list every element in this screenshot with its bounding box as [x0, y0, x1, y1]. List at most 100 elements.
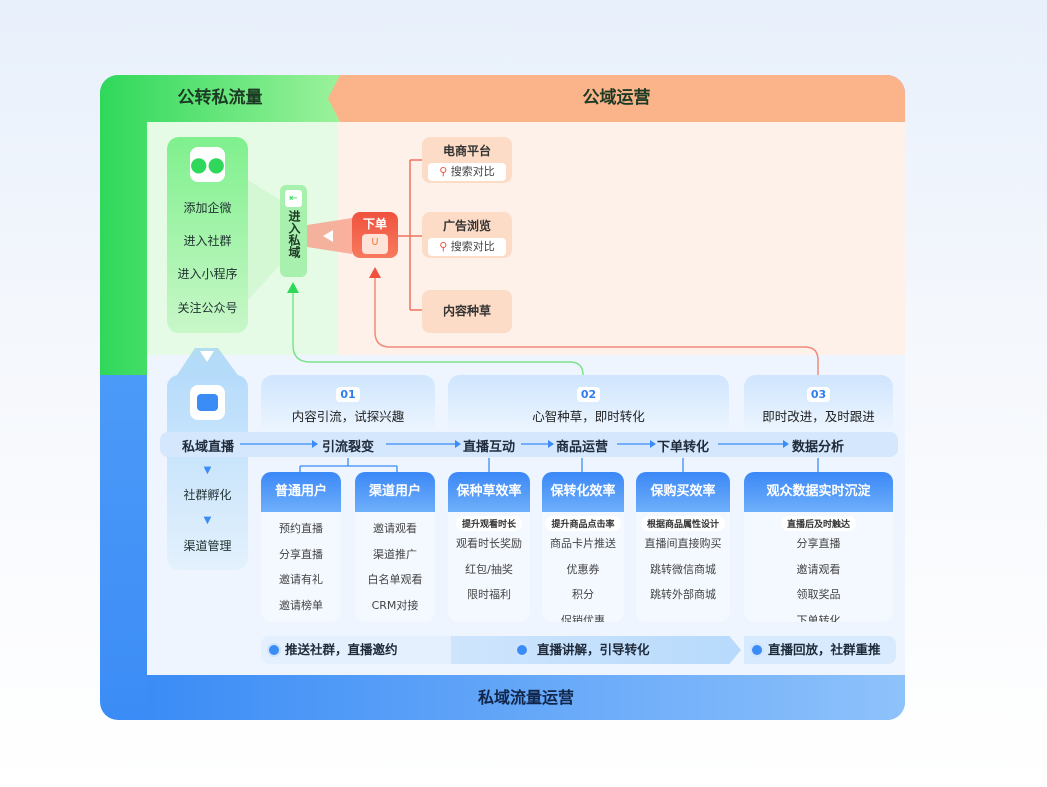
- wechat-item: 添加企微: [183, 201, 232, 215]
- stage-number: 03: [806, 387, 831, 402]
- subcard: 保购买效率 根据商品属性设计 直播间直接购买 跳转微信商城 跳转外部商城 ...: [636, 472, 730, 622]
- header-title: 公转私流量: [177, 88, 263, 108]
- source-card: 内容种草: [422, 290, 512, 333]
- wechat-item: 进入小程序: [177, 267, 238, 281]
- subcard-item: 预约直播: [279, 522, 323, 535]
- source-title: 内容种草: [442, 304, 491, 318]
- live-video-icon: [190, 385, 225, 420]
- public-ops-header: 公域运营: [328, 75, 905, 122]
- subcard-item: 领取奖品: [796, 588, 841, 601]
- subcard: 保转化效率 提升商品点击率 商品卡片推送 优惠券 积分 促销优惠: [542, 472, 624, 622]
- band-text: 直播回放，社群重推: [768, 642, 881, 657]
- private-ops-title: 私域流量运营: [147, 675, 905, 720]
- subcard-item: 限时福利: [467, 588, 511, 601]
- wechat-card: ●● 添加企微 进入社群 进入小程序 关注公众号: [167, 137, 248, 333]
- stage-number: 02: [576, 387, 601, 402]
- branch-lines: [398, 159, 422, 311]
- subcard-item: 白名单观看: [367, 573, 423, 586]
- wechat-item: 关注公众号: [177, 301, 238, 315]
- subcard-item: 直播间直接购买: [644, 537, 722, 550]
- subcard-item: 邀请榜单: [279, 598, 323, 612]
- shopping-bag-icon: ∪: [362, 234, 388, 254]
- enter-icon: ⇤: [285, 190, 302, 207]
- subcard: 观众数据实时沉淀 直播后及时触达 分享直播 邀请观看 领取奖品 下单转化: [744, 472, 893, 622]
- green-connector: [292, 290, 584, 388]
- band-segment: 直播回放，社群重推: [744, 636, 896, 664]
- flow-step: 私域直播: [182, 440, 235, 455]
- private-card: ▼ 社群孵化 ▼ 渠道管理: [167, 375, 248, 570]
- down-arrow-icon: ▼: [203, 515, 212, 526]
- funnel: [175, 348, 240, 378]
- stage-card-01: 01 内容引流，试探兴趣: [261, 375, 435, 435]
- subcard: 保种草效率 提升观看时长 观看时长奖励 红包/抽奖 限时福利 ...: [448, 472, 530, 622]
- subcard-item: ...: [677, 613, 689, 623]
- private-item: 渠道管理: [183, 539, 232, 553]
- subcard-item: 分享直播: [796, 537, 841, 550]
- left-arrow-icon: [323, 230, 333, 242]
- order-label: 下单: [362, 217, 387, 231]
- subcard-item: 渠道推广: [373, 547, 417, 561]
- source-title: 广告浏览: [442, 219, 491, 233]
- flow-bar: [160, 432, 898, 457]
- stage-text: 心智种草，即时转化: [532, 409, 645, 424]
- subcard-item: 分享直播: [279, 547, 323, 561]
- band-text: 推送社群，直播邀约: [285, 642, 398, 657]
- band-segment: 推送社群，直播邀约: [261, 636, 451, 664]
- subcard-item: 跳转外部商城: [650, 588, 716, 601]
- subcard-title: 保转化效率: [542, 472, 624, 512]
- subcard-title: 渠道用户: [355, 472, 435, 512]
- subcard-item: CRM对接: [371, 598, 419, 612]
- header-title: 公域运营: [582, 88, 651, 108]
- subcard-tag: 提升观看时长: [455, 516, 522, 531]
- subcard-title: 保种草效率: [448, 472, 530, 512]
- enter-label: 进入私域: [287, 210, 301, 258]
- subcard-item: 跳转微信商城: [650, 562, 716, 576]
- search-icon: ⚲: [439, 240, 451, 253]
- flow-step: 商品运营: [556, 440, 609, 455]
- private-item: 社群孵化: [183, 488, 232, 502]
- subcard-item: 邀请观看: [373, 522, 417, 535]
- up-arrow-icon: [369, 267, 381, 278]
- band-segment: 直播讲解，引导转化: [451, 636, 741, 664]
- search-icon: ⚲: [439, 165, 451, 178]
- flow-step: 下单转化: [657, 440, 710, 455]
- subcard-title: 保购买效率: [636, 472, 730, 512]
- subcard-item: ...: [483, 613, 495, 623]
- red-connector: [374, 275, 819, 388]
- up-arrow-icon: [287, 282, 299, 293]
- subcard-tag: 根据商品属性设计: [640, 516, 725, 531]
- subcard-title: 普通用户: [261, 472, 341, 512]
- source-card: 电商平台 ⚲ 搜索对比: [422, 137, 512, 183]
- flow-step: 数据分析: [792, 440, 845, 455]
- subcard-item: 促销优惠: [561, 613, 605, 623]
- stage-card-02: 02 心智种草，即时转化: [448, 375, 729, 435]
- wechat-item: 进入社群: [183, 234, 232, 248]
- funnel: [248, 180, 280, 300]
- search-label: 搜索对比: [450, 165, 495, 178]
- flow-step: 直播互动: [463, 440, 516, 455]
- stage-number: 01: [336, 387, 360, 402]
- subcard: 渠道用户 邀请观看 渠道推广 白名单观看 CRM对接: [355, 472, 435, 622]
- subcard-item: 红包/抽奖: [465, 562, 513, 576]
- search-tag: ⚲ 搜索对比: [428, 238, 506, 256]
- subcard-item: 优惠券: [566, 562, 600, 576]
- chat-icon: [515, 643, 529, 657]
- subcard-tag: 直播后及时触达: [780, 516, 856, 531]
- subcard-item: 观看时长奖励: [456, 537, 522, 550]
- replay-icon: [750, 643, 764, 657]
- order-box: 下单 ∪: [352, 212, 398, 258]
- stage-text: 即时改进，及时跟进: [762, 409, 875, 424]
- search-tag: ⚲ 搜索对比: [428, 163, 506, 181]
- subcard-title: 观众数据实时沉淀: [744, 472, 893, 512]
- source-card: 广告浏览 ⚲ 搜索对比: [422, 212, 512, 258]
- subcard-item: 积分: [572, 588, 594, 601]
- stage-text: 内容引流，试探兴趣: [291, 409, 405, 424]
- source-title: 电商平台: [442, 144, 491, 158]
- search-label: 搜索对比: [450, 240, 495, 253]
- enter-private-box: ⇤ 进入私域: [280, 185, 307, 277]
- subcard-item: 商品卡片推送: [550, 537, 616, 550]
- send-icon: [267, 643, 281, 657]
- subcard-item: 下单转化: [796, 613, 841, 623]
- flow-step: 引流裂变: [322, 440, 375, 455]
